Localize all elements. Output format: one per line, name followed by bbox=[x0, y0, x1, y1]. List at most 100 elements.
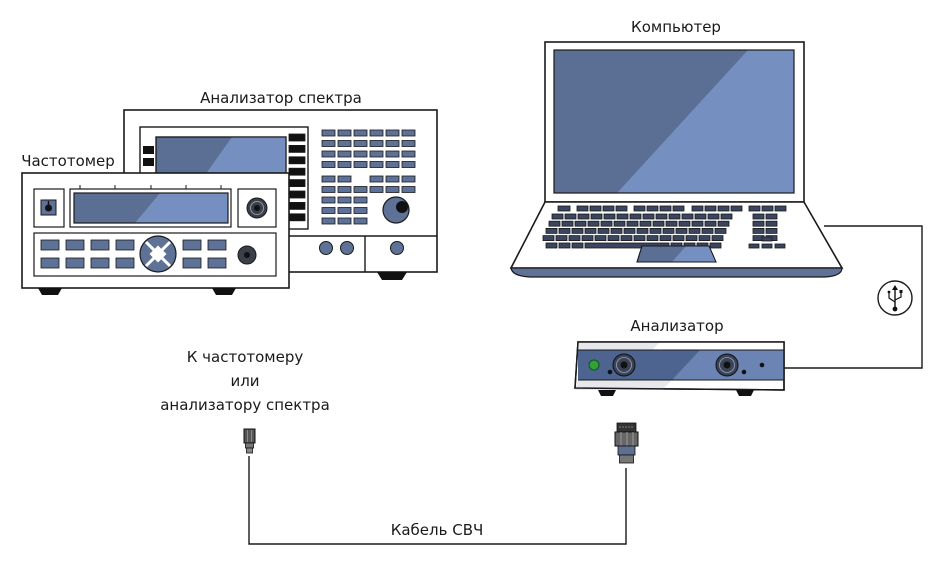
keycap bbox=[557, 205, 571, 212]
keycap bbox=[714, 227, 727, 234]
keycap bbox=[668, 213, 681, 220]
keycap bbox=[761, 243, 773, 249]
key bbox=[337, 150, 352, 158]
key bbox=[401, 175, 416, 183]
keycap bbox=[709, 242, 722, 249]
keycap bbox=[752, 227, 765, 234]
keycap bbox=[688, 227, 701, 234]
to-instrument-label-line1: К частотомеру bbox=[187, 348, 304, 366]
key bbox=[353, 129, 368, 137]
to-instrument-label-line2: или bbox=[230, 372, 259, 390]
keycap bbox=[774, 205, 787, 212]
keycap bbox=[748, 243, 760, 249]
key bbox=[385, 150, 400, 158]
keycap bbox=[659, 205, 672, 212]
key bbox=[40, 257, 60, 269]
key bbox=[401, 150, 416, 158]
frequency-counter-label: Частотомер bbox=[21, 152, 115, 170]
keycap bbox=[662, 227, 675, 234]
keycap bbox=[615, 205, 628, 212]
keycap bbox=[704, 205, 717, 212]
key bbox=[65, 239, 85, 251]
key bbox=[353, 186, 368, 193]
rf-cable bbox=[248, 456, 627, 545]
keycap bbox=[564, 213, 577, 220]
keycap bbox=[642, 213, 655, 220]
key bbox=[207, 257, 227, 269]
keycap bbox=[639, 220, 652, 227]
keycap bbox=[629, 213, 642, 220]
key bbox=[401, 140, 416, 147]
keycap bbox=[633, 235, 646, 242]
keycap bbox=[576, 205, 589, 212]
softkey bbox=[288, 167, 306, 176]
softkey bbox=[288, 213, 306, 222]
key bbox=[401, 186, 416, 193]
key bbox=[369, 129, 384, 137]
spectrum-analyzer-label: Анализатор спектра bbox=[200, 89, 362, 107]
key bbox=[401, 129, 416, 137]
key bbox=[369, 186, 384, 193]
power-led-icon bbox=[588, 359, 600, 371]
frequency-counter bbox=[21, 172, 290, 295]
keycap bbox=[551, 213, 564, 220]
keycap bbox=[761, 236, 773, 242]
keycap bbox=[626, 220, 639, 227]
analyzer bbox=[574, 341, 785, 396]
keycap bbox=[594, 235, 607, 242]
keycap bbox=[655, 213, 668, 220]
keycap bbox=[597, 227, 610, 234]
keycap bbox=[636, 227, 649, 234]
laptop-screen bbox=[553, 49, 795, 194]
softkey bbox=[288, 201, 306, 210]
keycap bbox=[545, 242, 558, 249]
keycap bbox=[610, 227, 623, 234]
key bbox=[385, 186, 400, 193]
keycap bbox=[574, 220, 587, 227]
key bbox=[337, 175, 352, 183]
key bbox=[353, 161, 368, 168]
key bbox=[401, 161, 416, 168]
key bbox=[385, 140, 400, 147]
keycap bbox=[613, 220, 626, 227]
key bbox=[90, 257, 110, 269]
keycap bbox=[665, 220, 678, 227]
keycap bbox=[568, 235, 581, 242]
keycap bbox=[555, 235, 568, 242]
keycap bbox=[620, 235, 633, 242]
keycap bbox=[752, 220, 765, 227]
key bbox=[385, 129, 400, 137]
laptop-keyboard bbox=[542, 205, 787, 249]
keycap bbox=[761, 205, 774, 212]
keycap bbox=[545, 227, 558, 234]
keycap bbox=[730, 205, 743, 212]
spectrum-keypad bbox=[321, 129, 416, 225]
key bbox=[385, 161, 400, 168]
key bbox=[337, 186, 352, 193]
key bbox=[337, 161, 352, 168]
keycap bbox=[701, 227, 714, 234]
keycap bbox=[577, 213, 590, 220]
keycap bbox=[646, 205, 659, 212]
keycap bbox=[558, 242, 571, 249]
key bbox=[115, 239, 135, 251]
keycap bbox=[646, 235, 659, 242]
keycap bbox=[652, 220, 665, 227]
usb-icon bbox=[877, 280, 913, 316]
keycap bbox=[685, 235, 698, 242]
keycap bbox=[717, 220, 730, 227]
keycap bbox=[602, 205, 615, 212]
keycap bbox=[571, 227, 584, 234]
key bbox=[182, 239, 202, 251]
key bbox=[385, 175, 400, 183]
keycap bbox=[707, 213, 720, 220]
right-connector-icon bbox=[614, 422, 639, 464]
key bbox=[115, 257, 135, 269]
keycap bbox=[616, 213, 629, 220]
keycap bbox=[589, 205, 602, 212]
keycap bbox=[698, 235, 711, 242]
key bbox=[65, 257, 85, 269]
key bbox=[207, 239, 227, 251]
key bbox=[337, 129, 352, 137]
